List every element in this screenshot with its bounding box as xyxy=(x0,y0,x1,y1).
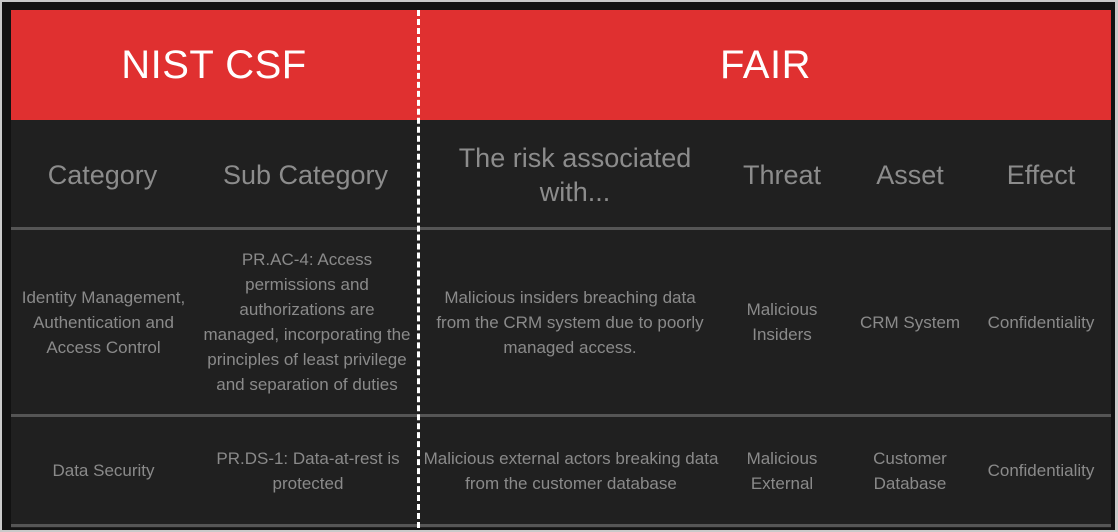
cell-threat: Malicious Insiders xyxy=(746,300,818,344)
column-header-asset: Asset xyxy=(876,159,944,190)
column-header-risk: The risk associated with... xyxy=(458,142,692,207)
cell-category: Data Security xyxy=(52,461,155,480)
cell-effect: Confidentiality xyxy=(987,461,1095,480)
cell-asset: Customer Database xyxy=(873,448,947,493)
cell-risk: Malicious external actors breaking data … xyxy=(423,448,719,493)
fair-title: FAIR xyxy=(720,43,811,87)
cell-effect: Confidentiality xyxy=(987,312,1095,332)
row-separator xyxy=(11,227,1111,230)
column-header-threat: Threat xyxy=(742,159,822,190)
cell-subcategory: PR.AC-4: Access permissions and authoriz… xyxy=(203,250,411,394)
column-header-effect: Effect xyxy=(1006,159,1076,190)
cell-asset: CRM System xyxy=(859,312,961,332)
column-header-category: Category xyxy=(47,159,158,190)
header-banner: NIST CSF FAIR xyxy=(11,10,1111,120)
nist-csf-title: NIST CSF xyxy=(121,43,307,87)
row-separator xyxy=(11,414,1111,417)
row-separator xyxy=(11,524,1111,527)
cell-risk: Malicious insiders breaching data from t… xyxy=(436,287,704,357)
framework-divider xyxy=(417,10,420,528)
cell-subcategory: PR.DS-1: Data-at-rest is protected xyxy=(216,448,400,493)
cell-category: Identity Management, Authentication and … xyxy=(21,287,186,357)
column-header-subcategory: Sub Category xyxy=(222,159,389,190)
mapping-table: NIST CSF FAIR Category Sub Category The … xyxy=(11,10,1111,528)
cell-threat: Malicious External xyxy=(746,448,818,493)
